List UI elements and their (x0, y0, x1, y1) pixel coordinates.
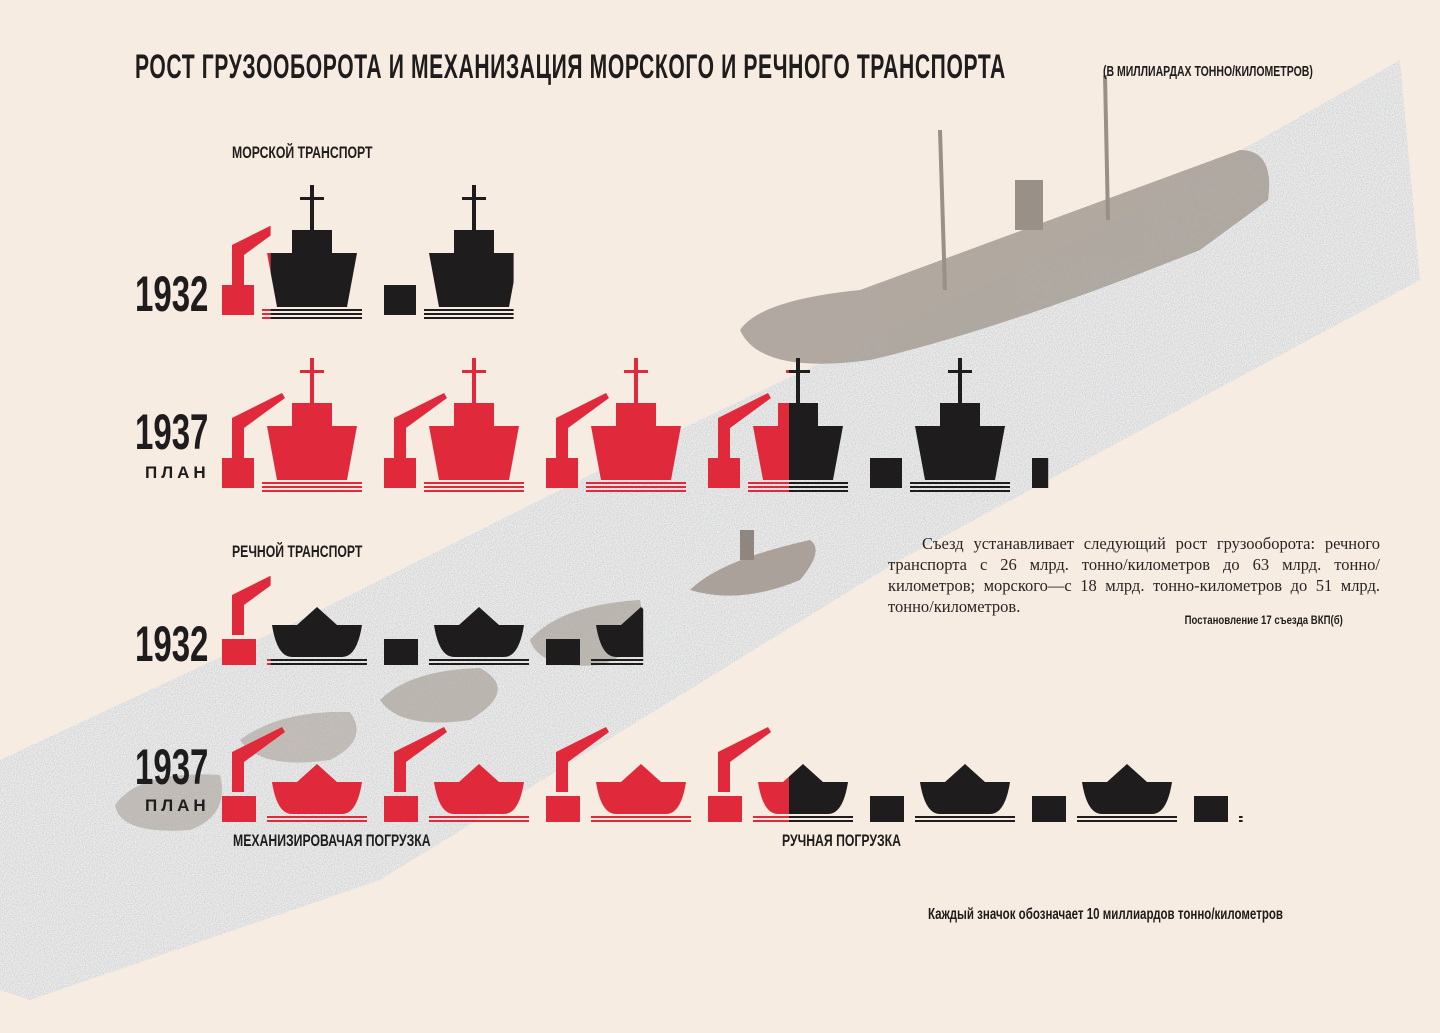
year-sea-1932: 1932 (135, 266, 209, 322)
page-title: РОСТ ГРУЗООБОРОТА И МЕХАНИЗАЦИЯ МОРСКОГО… (135, 48, 1006, 86)
manual-loading-icons-barge-1937 (789, 764, 1243, 822)
barge-icon (222, 575, 271, 665)
barge-icon (222, 727, 367, 822)
year-river-1937: 1937 (135, 739, 209, 795)
barge-icon (546, 727, 691, 822)
pictogram-rows (222, 185, 1243, 822)
ship-icon (270, 185, 362, 319)
unit-note: (В МИЛЛИАРДАХ ТОННО/КИЛОМЕТРОВ) (1103, 63, 1313, 80)
barge-icon (546, 607, 644, 665)
legend-mechanized: МЕХАНИЗИРОВАЧАЯ ПОГРУЗКА (233, 831, 431, 850)
barge-icon (789, 764, 853, 822)
section-river-label: РЕЧНОЙ ТРАНСПОРТ (232, 542, 363, 561)
ship-icon (870, 358, 1010, 492)
barge-icon (708, 727, 789, 822)
quote-source: Постановление 17 съезда ВКП(б) (1184, 613, 1343, 627)
ship-icon (789, 358, 848, 492)
barge-icon (1194, 796, 1243, 822)
ship-icon (222, 358, 362, 492)
congress-quote: Съезд устанавливает следующий рост грузо… (888, 534, 1380, 616)
section-sea-label: МОРСКОЙ ТРАНСПОРТ (232, 143, 373, 162)
barge-icon (384, 727, 529, 822)
ship-icon (1032, 458, 1049, 488)
ship-icon (222, 225, 271, 319)
manual-loading-icons-ship-1937 (789, 358, 1049, 492)
mechanized-loading-icons-barge-1932 (222, 575, 271, 665)
large-ship-illustration (740, 74, 1270, 364)
year-sea-1937: 1937 (135, 404, 209, 460)
year-river-1932: 1932 (135, 616, 209, 672)
plan-river-1937: ПЛАН (145, 796, 210, 815)
barge-icon (1032, 764, 1177, 822)
legend-manual: РУЧНАЯ ПОГРУЗКА (782, 831, 901, 850)
ship-icon (384, 185, 514, 319)
icon-unit-footer: Каждый значок обозначает 10 миллиардов т… (928, 906, 1283, 923)
mechanized-loading-icons-barge-1937 (222, 727, 789, 822)
ship-icon (384, 358, 524, 492)
manual-loading-icons-barge-1932 (270, 607, 644, 665)
manual-loading-icons-ship-1932 (270, 185, 514, 319)
plan-sea-1937: ПЛАН (145, 463, 210, 482)
mechanized-loading-icons-ship-1937 (222, 358, 789, 492)
barge-icon (384, 607, 529, 665)
ship-icon (546, 358, 686, 492)
barge-icon (870, 764, 1015, 822)
barge-icon (270, 607, 367, 665)
mechanized-loading-icons-ship-1932 (222, 225, 271, 319)
ship-icon (708, 370, 789, 492)
